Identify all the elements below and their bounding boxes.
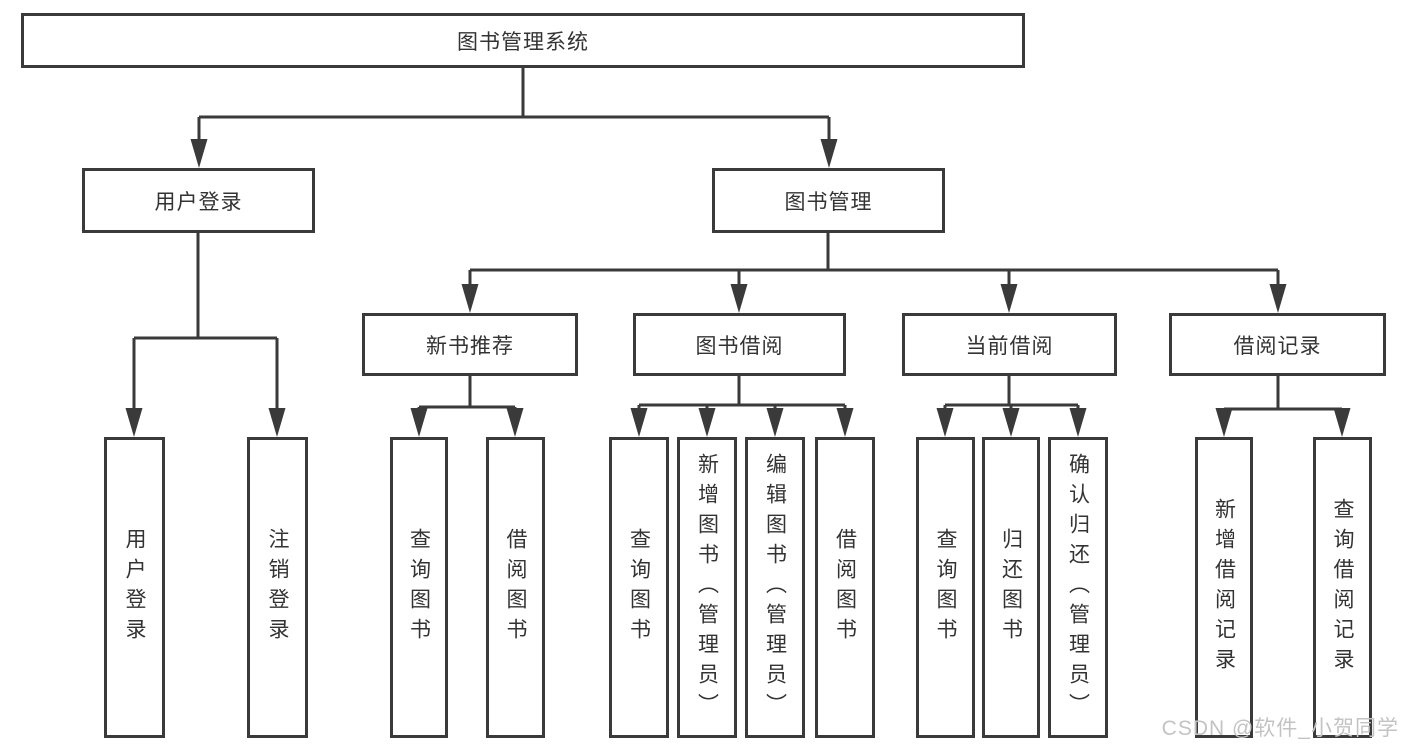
arrow-icon xyxy=(936,408,954,437)
node-current-borrow: 当前借阅 xyxy=(902,313,1117,376)
arrow-icon xyxy=(190,139,208,168)
connector-root-to-level2 xyxy=(197,68,831,142)
connector-current-to-leaves xyxy=(943,375,1080,412)
arrow-icon xyxy=(1002,408,1020,437)
arrow-icon xyxy=(410,408,428,437)
connector-borrow-to-leaves xyxy=(637,375,847,412)
csdn-watermark: CSDN @软件_小贺同学 xyxy=(1161,717,1399,740)
leaf-records-add-record: 新增借阅记录 xyxy=(1195,437,1253,738)
node-book-management-label: 图书管理 xyxy=(784,190,873,214)
leaf-current-confirm-return-label: 确认归还（管理员） xyxy=(1066,452,1090,723)
arrow-icon xyxy=(698,408,716,437)
arrow-icon xyxy=(461,284,479,313)
leaf-borrow-edit-books: 编辑图书（管理员） xyxy=(745,437,805,738)
node-book-borrow: 图书借阅 xyxy=(633,313,846,376)
node-root-label: 图书管理系统 xyxy=(457,30,589,54)
arrow-icon xyxy=(506,408,524,437)
leaf-logout: 注销登录 xyxy=(247,437,308,738)
node-borrow-records-label: 借阅记录 xyxy=(1233,334,1322,358)
leaf-recommend-borrow-books: 借阅图书 xyxy=(486,437,545,738)
arrow-icon xyxy=(1269,284,1287,313)
leaf-current-query-books: 查询图书 xyxy=(916,437,975,738)
leaf-current-return-books-label: 归还图书 xyxy=(999,527,1023,648)
arrow-icon xyxy=(836,408,854,437)
leaf-borrow-edit-books-label: 编辑图书（管理员） xyxy=(763,452,787,723)
leaf-records-query-record: 查询借阅记录 xyxy=(1313,437,1372,738)
leaf-records-query-record-label: 查询借阅记录 xyxy=(1331,497,1354,678)
node-new-book-recommend: 新书推荐 xyxy=(362,313,578,376)
arrow-icon xyxy=(1069,408,1087,437)
connector-bookmanagement-to-level3 xyxy=(468,232,1280,288)
arrow-icon xyxy=(125,408,143,437)
leaf-borrow-add-books-label: 新增图书（管理员） xyxy=(695,452,719,723)
leaf-recommend-query-books-label: 查询图书 xyxy=(407,527,431,648)
arrow-icon xyxy=(1000,284,1018,313)
leaf-borrow-query-books-label: 查询图书 xyxy=(627,527,651,648)
leaf-current-return-books: 归还图书 xyxy=(982,437,1040,738)
arrow-icon xyxy=(1333,408,1351,437)
connector-userlogin-to-leaves xyxy=(132,232,279,412)
leaf-current-confirm-return: 确认归还（管理员） xyxy=(1048,437,1108,738)
leaf-recommend-borrow-books-label: 借阅图书 xyxy=(504,527,527,648)
leaf-user-login-label: 用户登录 xyxy=(123,527,146,648)
node-borrow-records: 借阅记录 xyxy=(1169,313,1386,376)
leaf-borrow-borrow-books-label: 借阅图书 xyxy=(833,527,857,648)
leaf-user-login: 用户登录 xyxy=(104,437,165,738)
node-root: 图书管理系统 xyxy=(21,13,1025,68)
arrow-icon xyxy=(630,408,648,437)
leaf-recommend-query-books: 查询图书 xyxy=(390,437,448,738)
node-user-login-label: 用户登录 xyxy=(154,190,243,214)
leaf-borrow-query-books: 查询图书 xyxy=(609,437,669,738)
leaf-current-query-books-label: 查询图书 xyxy=(934,527,957,648)
connector-recommend-to-leaves xyxy=(417,375,517,412)
node-new-book-recommend-label: 新书推荐 xyxy=(426,334,514,358)
node-book-management: 图书管理 xyxy=(712,168,945,233)
arrow-icon xyxy=(1215,408,1233,437)
leaf-logout-label: 注销登录 xyxy=(266,527,289,648)
leaf-records-add-record-label: 新增借阅记录 xyxy=(1212,497,1236,678)
arrow-icon xyxy=(766,408,784,437)
arrow-icon xyxy=(268,408,286,437)
leaf-borrow-borrow-books: 借阅图书 xyxy=(815,437,875,738)
connector-records-to-leaves xyxy=(1222,376,1344,412)
leaf-borrow-add-books: 新增图书（管理员） xyxy=(677,437,737,738)
node-current-borrow-label: 当前借阅 xyxy=(965,334,1054,358)
arrow-icon xyxy=(730,284,748,313)
node-user-login: 用户登录 xyxy=(82,168,315,233)
arrow-icon xyxy=(820,139,838,168)
node-book-borrow-label: 图书借阅 xyxy=(695,334,784,358)
